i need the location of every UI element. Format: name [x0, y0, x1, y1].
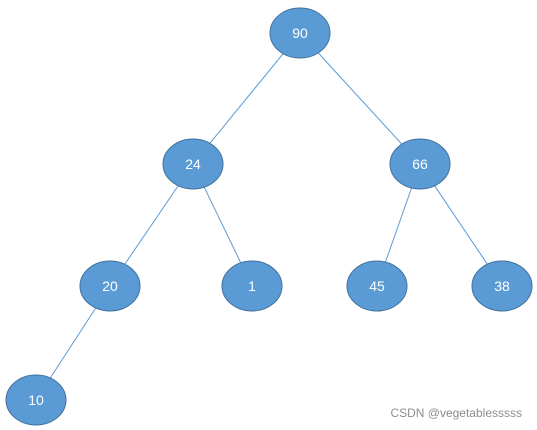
node-label: 45 [369, 278, 385, 294]
node-ellipse [79, 260, 141, 312]
tree-edges [49, 52, 488, 379]
tree-node-45: 45 [346, 260, 408, 312]
tree-node-10: 10 [5, 374, 67, 426]
node-label: 66 [412, 156, 428, 172]
node-ellipse [269, 7, 331, 59]
edge-n24-n1 [203, 186, 242, 264]
node-label: 10 [28, 392, 44, 408]
tree-node-24: 24 [162, 138, 224, 190]
node-label: 90 [292, 25, 308, 41]
tree-nodes: 90 24 66 20 1 45 38 10 [5, 7, 533, 426]
tree-node-38: 38 [471, 260, 533, 312]
edge-n90-n66 [317, 52, 403, 145]
node-label: 38 [494, 278, 510, 294]
tree-node-66: 66 [389, 138, 451, 190]
edge-n66-n45 [384, 187, 413, 263]
edge-n66-n38 [434, 185, 488, 265]
node-ellipse [5, 374, 67, 426]
node-label: 1 [248, 278, 256, 294]
watermark-text: CSDN @vegetablesssss [390, 406, 522, 420]
node-label: 20 [102, 278, 118, 294]
tree-node-90: 90 [269, 7, 331, 59]
node-label: 24 [185, 156, 201, 172]
tree-node-20: 20 [79, 260, 141, 312]
edge-n90-n24 [209, 53, 284, 144]
node-ellipse [162, 138, 224, 190]
node-ellipse [471, 260, 533, 312]
edge-n24-n20 [124, 185, 179, 265]
node-ellipse [221, 260, 283, 312]
edge-n20-n10 [49, 307, 97, 379]
node-ellipse [346, 260, 408, 312]
tree-node-1: 1 [221, 260, 283, 312]
node-ellipse [389, 138, 451, 190]
